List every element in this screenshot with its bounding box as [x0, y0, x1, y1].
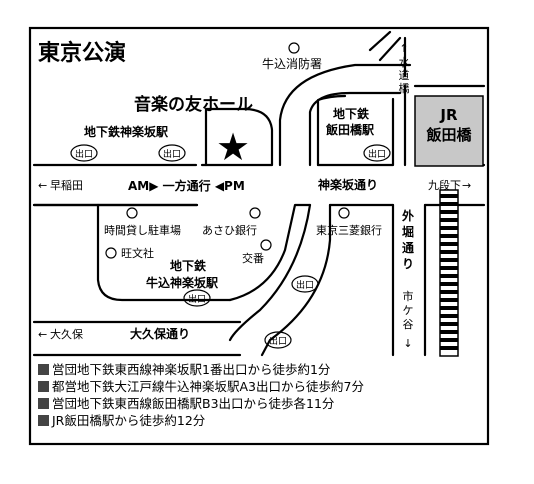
direction-line: 都営地下鉄大江戸線牛込神楽坂駅A3出口から徒歩約7分: [52, 379, 364, 394]
svg-text:堀: 堀: [402, 224, 414, 239]
waseda-arrow: ←: [38, 179, 47, 192]
svg-text:出口: 出口: [163, 148, 181, 160]
svg-text:出口: 出口: [296, 279, 314, 291]
svg-text:外: 外: [402, 208, 414, 223]
jr-label: JR: [439, 106, 458, 124]
bullet-square-icon: [38, 415, 49, 426]
jr-iidabashi-station: [414, 95, 484, 167]
kagurazaka-station-label: 地下鉄神楽坂駅: [84, 124, 169, 139]
svg-text:水: 水: [399, 56, 410, 69]
kagurazaka-dori-label: 神楽坂通り: [318, 177, 378, 192]
svg-text:出口: 出口: [269, 335, 287, 347]
svg-text:出口: 出口: [75, 148, 93, 160]
bank-asahi-label: あさひ銀行: [202, 223, 257, 237]
jr-railway: [439, 189, 459, 357]
jr-iidabashi-label: 飯田橋: [425, 126, 472, 144]
suidobashi-label: 水 道 橋: [399, 56, 410, 95]
ushigome-station-label-1: 地下鉄: [170, 258, 206, 273]
obunsha-label: 旺文社: [121, 246, 154, 260]
exit-marker: 出口: [183, 289, 211, 307]
koban-icon: [260, 239, 272, 251]
svg-text:出口: 出口: [368, 148, 386, 160]
svg-text:橋: 橋: [399, 81, 410, 95]
ichigaya-arrow: ↓: [403, 337, 412, 350]
bank-asahi-icon: [249, 207, 261, 219]
ichigaya-label: 市ケ谷: [403, 289, 414, 331]
kudanshita-arrow: →: [462, 179, 471, 192]
okubo-arrow: ←: [38, 328, 47, 341]
venue-name: 音楽の友ホール: [134, 94, 253, 115]
bullet-square-icon: [38, 398, 49, 409]
suidobashi-arrow: ↑: [399, 42, 408, 55]
map-title: 東京公演: [38, 40, 126, 66]
exit-marker: 出口: [363, 144, 391, 162]
bullet-square-icon: [38, 381, 49, 392]
direction-line: 営団地下鉄東西線神楽坂駅1番出口から徒歩約1分: [52, 362, 330, 377]
iidabashi-subway-label-2: 飯田橋駅: [325, 122, 375, 137]
iidabashi-subway-label-1: 地下鉄: [333, 106, 369, 121]
svg-text:通: 通: [402, 240, 414, 255]
svg-text:り: り: [402, 257, 414, 271]
svg-text:谷: 谷: [403, 318, 414, 331]
map-frame: [28, 26, 490, 446]
svg-text:道: 道: [399, 68, 410, 82]
okubo-label: 大久保: [50, 327, 83, 341]
one-way-label: AM▶ 一方通行 ◀PM: [128, 178, 245, 193]
parking-label: 時間貸し駐車場: [104, 223, 181, 237]
obunsha-icon: [105, 247, 117, 259]
svg-text:市: 市: [403, 289, 414, 303]
ushigome-station-label-2: 牛込神楽坂駅: [146, 275, 219, 290]
road-network: [32, 30, 486, 357]
exit-marker: 出口: [264, 331, 292, 349]
bank-mitsubishi-icon: [338, 207, 350, 219]
directions-list: 営団地下鉄東西線神楽坂駅1番出口から徒歩約1分都営地下鉄大江戸線牛込神楽坂駅A3…: [38, 362, 364, 428]
koban-label: 交番: [242, 251, 264, 265]
bullet-square-icon: [38, 364, 49, 375]
bank-mitsubishi-label: 東京三菱銀行: [316, 223, 382, 237]
okubo-dori-label: 大久保通り: [130, 326, 190, 341]
exit-marker: 出口: [158, 144, 186, 162]
venue-star-icon: ★: [216, 125, 250, 169]
exit-marker: 出口: [291, 275, 319, 293]
svg-text:出口: 出口: [188, 293, 206, 305]
fire-station-icon: [288, 42, 300, 54]
parking-icon: [126, 207, 138, 219]
kudanshita-label: 九段下: [428, 178, 461, 192]
direction-line: 営団地下鉄東西線飯田橋駅B3出口から徒歩各11分: [52, 396, 334, 411]
direction-line: JR飯田橋駅から徒歩約12分: [51, 413, 205, 428]
exit-marker: 出口: [70, 144, 98, 162]
waseda-label: 早稲田: [50, 179, 83, 192]
svg-text:ケ: ケ: [403, 304, 414, 317]
fire-station-label: 牛込消防署: [262, 56, 322, 71]
